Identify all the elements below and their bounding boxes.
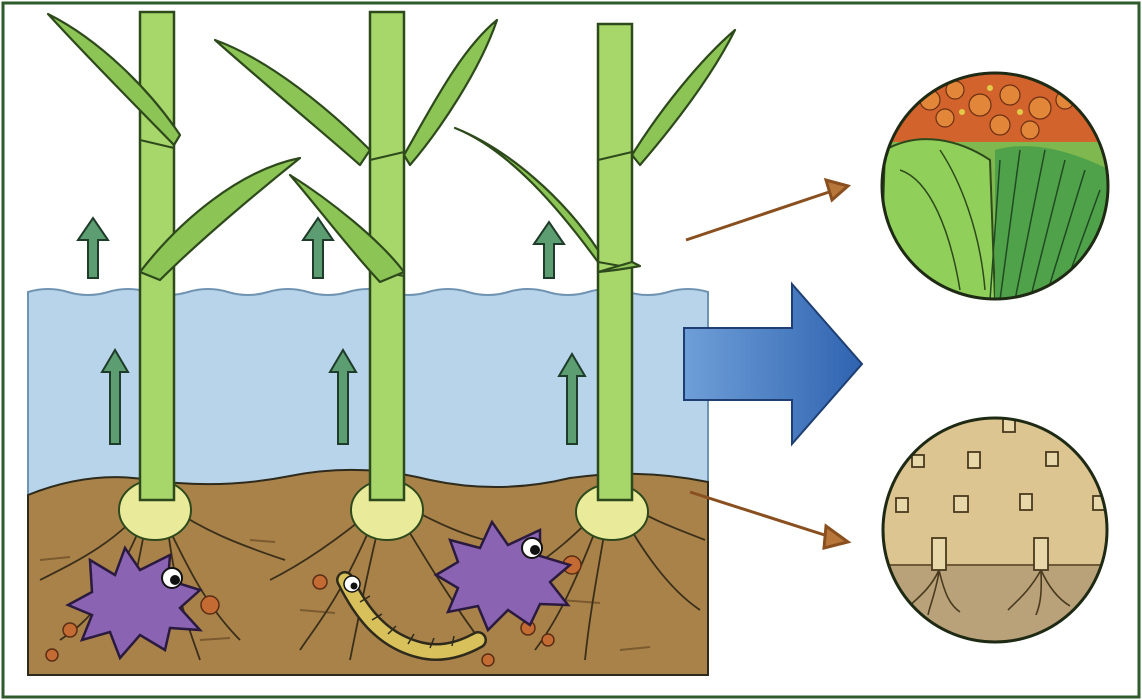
inset-top-vegetation bbox=[880, 72, 1110, 300]
